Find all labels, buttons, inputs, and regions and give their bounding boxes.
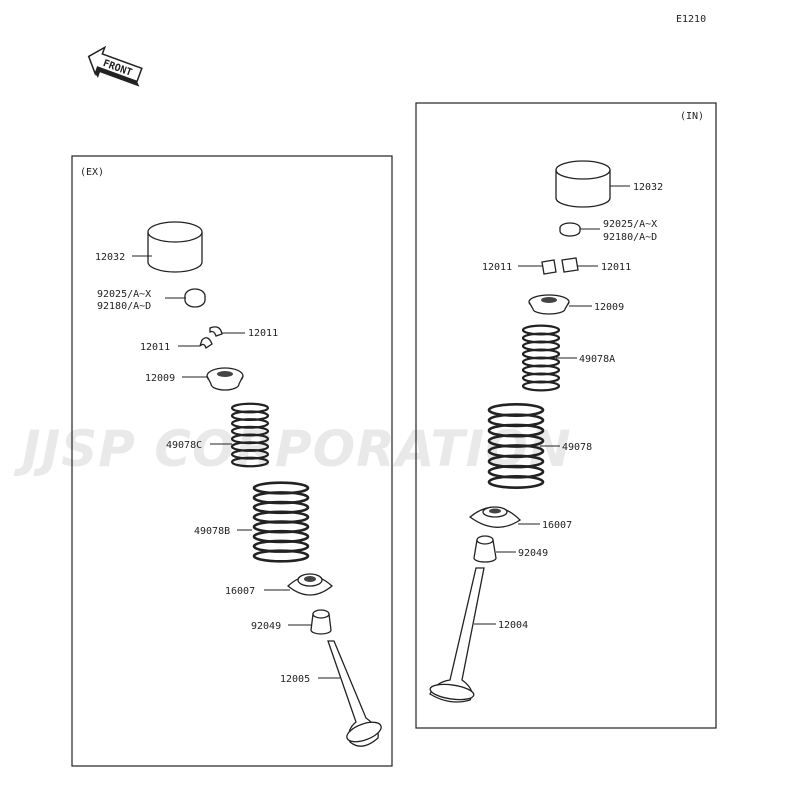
ex-label-retainer: 12009 [145,373,175,384]
ex-spring-outer [252,481,310,563]
ex-tappet [147,221,203,273]
in-shim [559,222,581,237]
in-label-shim-b: 92180/A~D [603,232,657,243]
in-label-retainer: 12009 [594,302,624,313]
exhaust-title: (EX) [80,167,104,178]
intake-title: (IN) [680,111,704,122]
ex-label-spring-inner: 49078C [166,440,202,451]
intake-panel-border [415,102,717,729]
spring-coil [487,475,545,489]
intake-panel: (IN) 12032 92025/A~X 92180/A~D 12011 120… [415,102,717,729]
ex-label-stem-seal: 92049 [251,621,281,632]
ex-label-cotter-2: 12011 [140,342,170,353]
in-retainer [528,294,570,315]
in-stem-seal [473,535,497,563]
ex-stem-seal [310,609,332,635]
in-label-spring-outer: 49078 [562,442,592,453]
in-valve [429,567,485,703]
ex-spring-seat [287,573,333,596]
ex-label-spring-outer: 49078B [194,526,230,537]
spring-coil [252,549,310,563]
ex-cotters [199,326,223,350]
ex-retainer [206,367,244,391]
in-label-valve: 12004 [498,620,528,631]
ex-label-shim-a: 92025/A~X [97,289,151,300]
diagram-code: E1210 [676,14,706,25]
in-label-spring-seat: 16007 [542,520,572,531]
spring-coil [230,456,270,468]
in-label-cotter-2: 12011 [601,262,631,273]
in-spring-inner [521,324,561,392]
in-label-tappet: 12032 [633,182,663,193]
front-arrow-icon: FRONT [87,45,143,87]
exhaust-panel-border [71,155,393,767]
ex-label-tappet: 12032 [95,252,125,263]
in-tappet [555,160,611,208]
ex-label-shim-b: 92180/A~D [97,301,151,312]
in-label-spring-inner: 49078A [579,354,615,365]
ex-spring-inner [230,402,270,468]
spring-coil [521,380,561,392]
in-label-shim-a: 92025/A~X [603,219,657,230]
ex-valve [327,640,382,747]
in-label-stem-seal: 92049 [518,548,548,559]
ex-label-cotter-1: 12011 [248,328,278,339]
ex-label-valve: 12005 [280,674,310,685]
ex-label-spring-seat: 16007 [225,586,255,597]
in-spring-outer [487,403,545,489]
in-cotters [541,257,579,275]
ex-shim [184,288,206,308]
in-spring-seat [468,506,522,528]
exhaust-panel: (EX) 12032 92025/A~X 92180/A~D 12011 120… [71,155,393,767]
watermark: JJSP CORPORATION [13,420,572,478]
in-label-cotter-1: 12011 [482,262,512,273]
